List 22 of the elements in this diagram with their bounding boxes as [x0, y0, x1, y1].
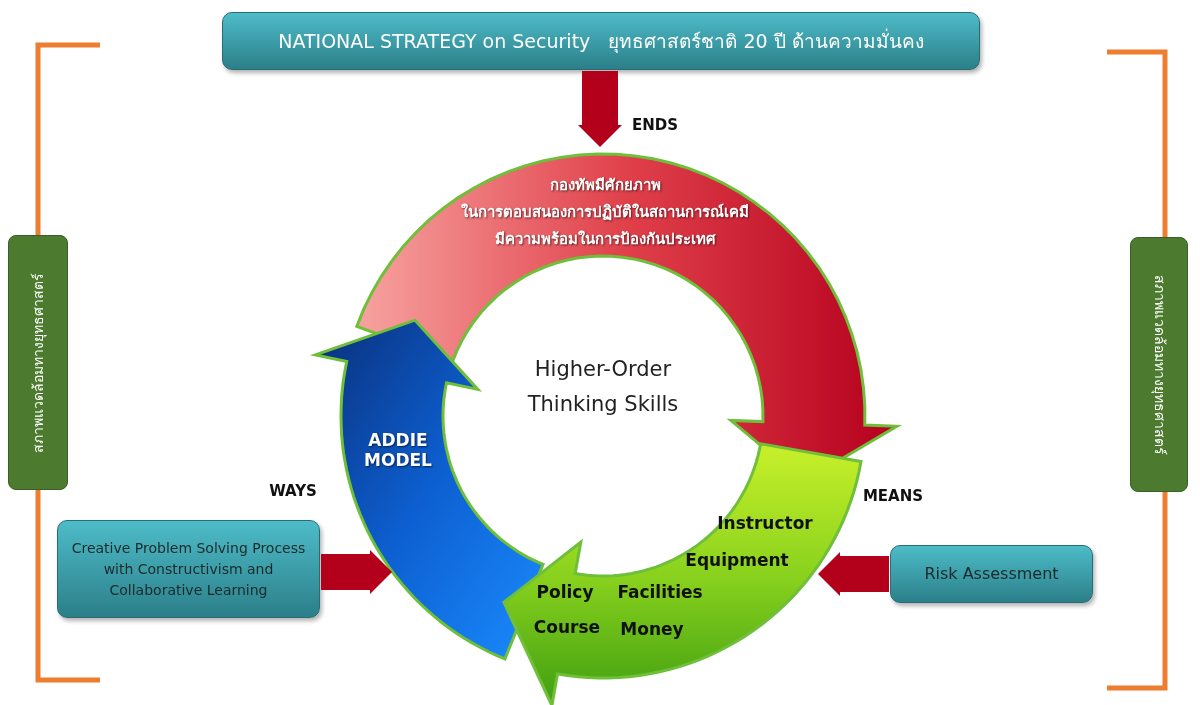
stage-label: ENDS — [631, 116, 679, 134]
title-box: NATIONAL STRATEGY on Security ยุทธศาสตร์ชาติ 20 ปี ด้านความมั่นคง — [222, 12, 980, 70]
arrow-text: มีความพร้อมในการป้องกันประเทศ — [494, 229, 716, 250]
stage-label: MEANS — [862, 487, 924, 505]
arrow-text: Course — [533, 617, 601, 637]
side-box: สภาพแวดล้อมทางยุทธศาสตร์ — [1130, 237, 1188, 492]
stage-label: WAYS — [269, 482, 317, 500]
arrow-text: Equipment — [685, 550, 789, 570]
arrow-text: กองทัพมีศักยภาพ — [549, 175, 661, 196]
chevron-arrow — [321, 550, 392, 594]
chevron-arrow — [578, 71, 622, 147]
arrow-text: Instructor — [717, 513, 813, 533]
chevron-arrow — [818, 552, 889, 596]
arrow-text: ในการตอบสนองการปฏิบัติในสถานการณ์เคมี — [461, 202, 749, 223]
arrow-text: Policy — [536, 582, 594, 602]
center-text: Higher-Order Thinking Skills — [526, 356, 680, 418]
arrow-text: Money — [620, 619, 684, 639]
arrow-text: ADDIE MODEL — [363, 430, 433, 470]
arrow-text: Facilities — [617, 582, 703, 602]
process-box: Risk Assessment — [890, 545, 1093, 603]
process-box: Creative Problem Solving Process with Constructivism and Collaborative Learning — [57, 520, 320, 618]
side-box: สภาพแวดล้อมทางยุทธศาสตร์ — [8, 235, 68, 490]
